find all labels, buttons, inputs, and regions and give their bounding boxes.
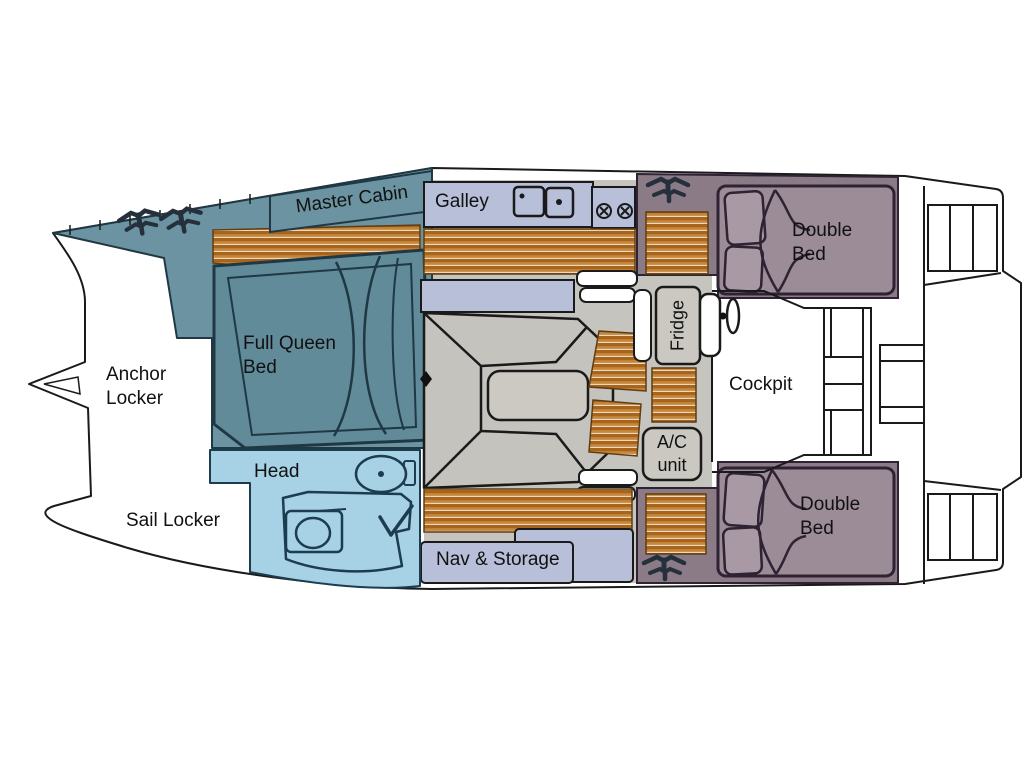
cabinet-door xyxy=(633,289,652,362)
wood-floor xyxy=(651,367,697,423)
label-head: Head xyxy=(254,461,300,482)
wood-floor xyxy=(645,493,707,555)
label-double-bed-forward: Double Bed xyxy=(792,220,853,266)
walkway xyxy=(588,285,703,482)
companionway-step xyxy=(576,270,638,287)
label-cockpit: Cockpit xyxy=(729,374,793,395)
stern-steps-bottom xyxy=(927,493,998,561)
galley-lower-counter xyxy=(420,279,575,313)
ac-unit-box xyxy=(641,426,703,482)
double-bed-bottom xyxy=(716,466,896,578)
label-galley: Galley xyxy=(435,191,489,212)
label-sail-locker: Sail Locker xyxy=(126,510,220,531)
label-ac-unit: A/C unit xyxy=(656,432,687,476)
head-area xyxy=(209,449,421,589)
label-fridge: Fridge xyxy=(667,300,688,352)
salon-dinette xyxy=(420,311,638,502)
cockpit-area xyxy=(698,290,925,473)
anchor-roller-icon xyxy=(43,376,81,396)
pillow xyxy=(722,245,765,293)
label-full-queen-bed: Full Queen Bed xyxy=(243,333,336,379)
companionway-step xyxy=(579,287,636,303)
toilet-icon xyxy=(354,454,416,494)
mast-post-icon xyxy=(420,371,432,387)
sink-icon xyxy=(512,185,575,219)
pillow xyxy=(722,471,766,529)
label-double-bed-aft: Double Bed xyxy=(800,494,861,540)
steering-wheel-icon xyxy=(698,292,741,358)
double-bed-top xyxy=(716,184,896,296)
galley-area xyxy=(420,181,638,313)
label-anchor-locker: Anchor Locker xyxy=(106,364,167,410)
nav-storage-area xyxy=(420,488,634,584)
transom-steps xyxy=(923,186,1002,584)
faucet-check xyxy=(378,504,414,537)
label-nav-storage: Nav & Storage xyxy=(436,549,560,570)
wood-floor xyxy=(588,399,642,457)
stove-burner-icon xyxy=(596,203,633,219)
wood-floor xyxy=(645,211,709,275)
companionway-step xyxy=(578,469,638,486)
master-cabin-area xyxy=(52,167,433,450)
pillow xyxy=(721,526,764,576)
forward-double-cabin xyxy=(636,172,899,299)
queen-bed xyxy=(212,248,431,450)
aft-double-cabin xyxy=(636,461,899,584)
wood-floor xyxy=(423,228,636,275)
aft-bench xyxy=(879,344,925,424)
wood-floor xyxy=(423,488,633,533)
shower-vanity xyxy=(281,490,414,573)
salon-table xyxy=(486,369,590,422)
wood-floor xyxy=(588,330,647,392)
stern-steps-top xyxy=(927,204,998,272)
